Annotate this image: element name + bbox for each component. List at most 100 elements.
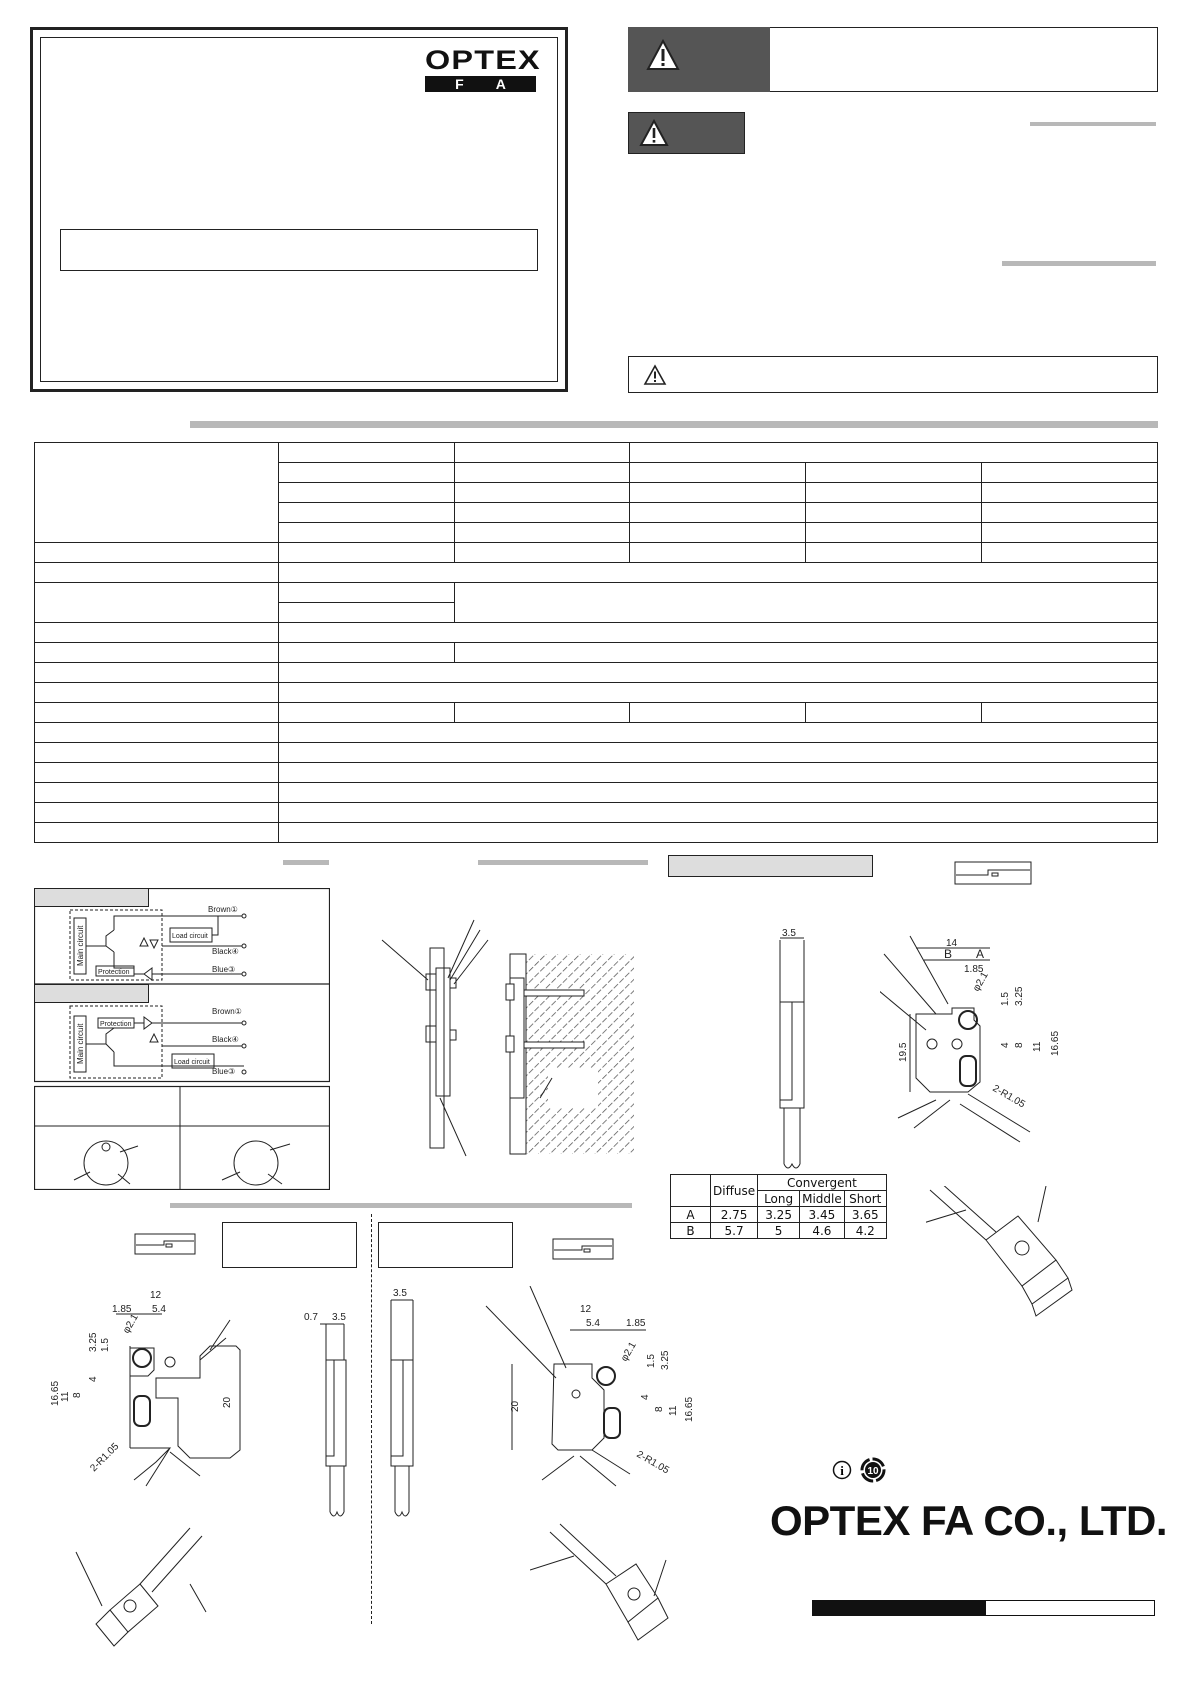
mounting-illustration	[378, 918, 634, 1158]
dim-15-m: 1.5	[646, 1354, 657, 1368]
dim-r105-l: 2-R1.05	[88, 1441, 121, 1474]
spec-cell	[278, 462, 455, 483]
wire-brown-label-2: Brown①	[212, 1007, 242, 1016]
dim-54-l: 5.4	[152, 1304, 166, 1315]
spec-cell	[278, 782, 1158, 803]
wire-brown-label-1: Brown①	[208, 905, 238, 914]
spec-cell	[629, 542, 806, 563]
spec-cell	[278, 642, 455, 663]
offset-cell: 3.25	[757, 1206, 801, 1223]
side-view-bottom-mid: 3.5	[385, 1286, 425, 1520]
side-view-top: 3.5	[770, 928, 814, 1172]
spec-cell	[805, 522, 982, 543]
protection-label-1: Protection	[98, 969, 130, 976]
spec-cell	[629, 702, 806, 723]
dim-1665-m: 16.65	[684, 1397, 695, 1422]
title-frame-inner	[40, 37, 558, 382]
spec-cell	[454, 642, 1158, 663]
dim-1665-l: 16.65	[50, 1381, 61, 1406]
orientation-icon-left	[134, 1233, 196, 1255]
spec-cell	[278, 802, 1158, 823]
offset-row-a-label: A	[670, 1206, 711, 1223]
spec-cell	[981, 542, 1158, 563]
spec-cell	[278, 762, 1158, 783]
spec-cell	[278, 582, 455, 603]
rule-top-right-1	[1030, 122, 1156, 126]
dim-phi-l: φ2.1	[121, 1312, 141, 1336]
spec-cell	[981, 482, 1158, 503]
connector-iso-bottom-left	[70, 1522, 210, 1652]
dim-a: A	[976, 947, 984, 961]
offset-h-middle: Middle	[799, 1190, 845, 1207]
side-view-bottom-left: 0.7 3.5	[300, 1310, 356, 1520]
spec-label	[34, 622, 279, 643]
spec-cell	[981, 522, 1158, 543]
dim-3-25: 3.25	[1014, 986, 1025, 1006]
dim-35-sm: 3.5	[393, 1288, 407, 1299]
spec-section-rule	[190, 421, 1158, 428]
info-glyph: i	[840, 1463, 844, 1478]
spec-cell	[278, 662, 1158, 683]
spec-label	[34, 722, 279, 743]
rule-mounting	[478, 860, 648, 865]
dim-07: 0.7	[304, 1312, 318, 1323]
dim-16-65: 16.65	[1050, 1031, 1061, 1056]
orientation-icon-top	[954, 861, 1032, 885]
dim-11: 11	[1032, 1041, 1043, 1052]
spec-cell	[278, 542, 455, 563]
dim-r105: 2-R1.05	[991, 1083, 1028, 1111]
spec-cell	[629, 522, 806, 543]
dim-12-l: 12	[150, 1290, 162, 1301]
spec-cell	[278, 682, 1158, 703]
spec-cell	[981, 702, 1158, 723]
offset-h-convergent: Convergent	[757, 1174, 887, 1191]
spec-cell	[629, 462, 806, 483]
main-circuit-label-2: Main circuit	[76, 1023, 85, 1064]
spec-cell	[278, 702, 455, 723]
fa-logo-a: A	[495, 76, 506, 92]
offset-cell: 3.65	[843, 1206, 887, 1223]
offset-cell: 2.75	[709, 1206, 759, 1223]
offset-table: Diffuse Convergent Long Middle Short A 2…	[670, 1174, 887, 1239]
dim-14: 14	[946, 938, 958, 949]
warning-triangle-icon	[646, 39, 680, 70]
dim-54-m: 5.4	[586, 1318, 600, 1329]
spec-label	[34, 822, 279, 843]
spec-cell	[454, 462, 630, 483]
footer-bar-black	[812, 1600, 985, 1616]
spec-cell	[981, 462, 1158, 483]
spec-cell	[805, 482, 982, 503]
circuit-diagram-panel: Main circuit Protection Load circuit Bro…	[34, 888, 330, 1190]
spec-cell	[629, 442, 1158, 463]
title-frame	[30, 27, 568, 392]
dim-r105-m: 2-R1.05	[635, 1449, 672, 1477]
spec-cell	[454, 702, 630, 723]
spec-cell	[629, 502, 806, 523]
spec-cell	[981, 502, 1158, 523]
recycle-number: 10	[867, 1466, 879, 1477]
offset-cell: 5	[757, 1222, 801, 1239]
dimension-section-label	[668, 855, 873, 877]
spec-cell	[278, 482, 455, 503]
dim-15-l: 1.5	[100, 1338, 111, 1352]
dim-35-sl: 3.5	[332, 1312, 346, 1323]
dim-1-85: 1.85	[964, 964, 984, 975]
caution-label	[628, 112, 745, 154]
spec-cell	[278, 822, 1158, 843]
main-circuit-label-1: Main circuit	[76, 925, 85, 966]
recycle-10-icon: 10	[860, 1457, 886, 1483]
connector-iso-top-right	[926, 1186, 1106, 1326]
orientation-icon-right	[552, 1238, 614, 1260]
company-logo: OPTEX FA CO., LTD.	[770, 1497, 1168, 1544]
fa-logo-f: F	[455, 76, 464, 92]
offset-cell: 4.6	[799, 1222, 845, 1239]
dim-20-l: 20	[222, 1396, 233, 1408]
spec-cell	[278, 502, 455, 523]
load-circuit-label-1: Load circuit	[172, 933, 208, 940]
offset-cell: 5.7	[709, 1222, 759, 1239]
side-top-dim: 3.5	[782, 928, 796, 939]
spec-cell	[805, 462, 982, 483]
spec-label	[34, 682, 279, 703]
load-circuit-label-2: Load circuit	[174, 1059, 210, 1066]
fa-logo-band: F A	[425, 76, 536, 92]
